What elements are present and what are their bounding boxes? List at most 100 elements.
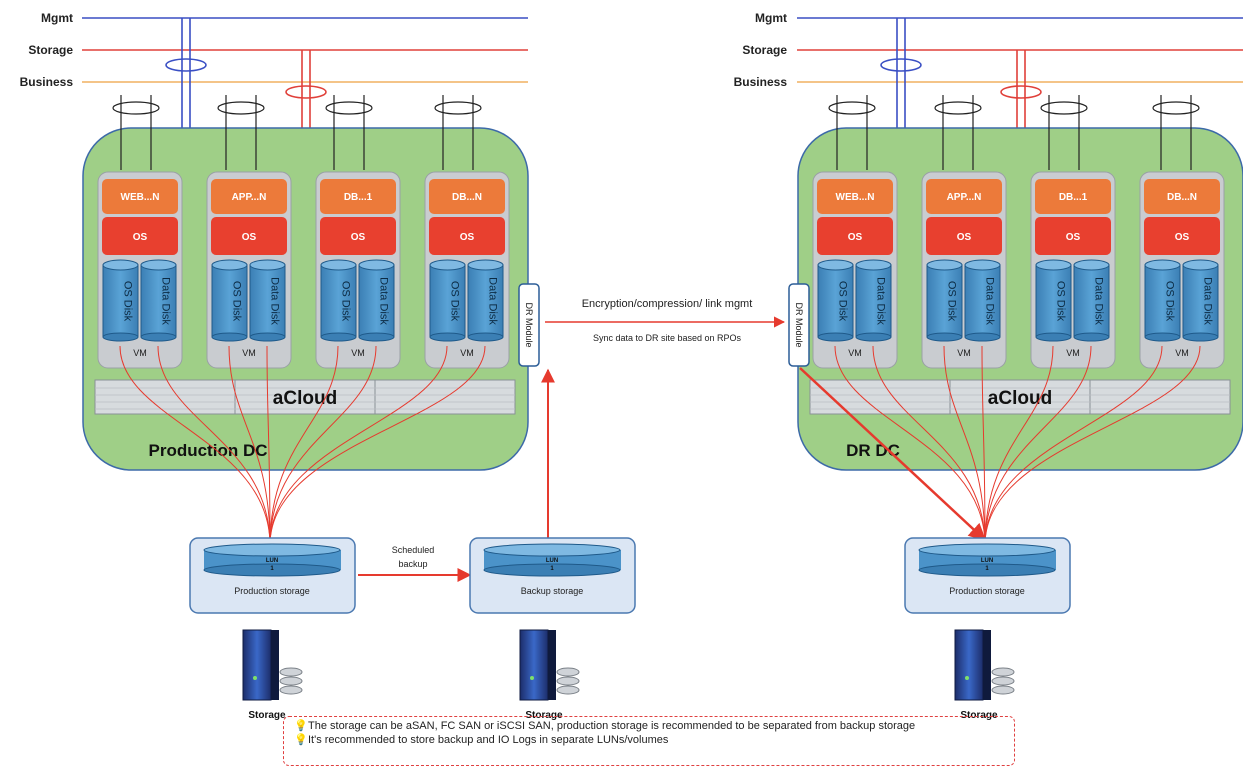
note-item: 💡It's recommended to store backup and IO… bbox=[294, 733, 1006, 747]
nic-bond-ring bbox=[217, 101, 265, 115]
disk-bottom bbox=[358, 332, 395, 342]
os-layer bbox=[429, 217, 505, 255]
disk-top bbox=[926, 259, 963, 271]
lun-cylinder-top bbox=[203, 543, 341, 557]
vm-label: VM bbox=[351, 348, 365, 358]
lun-cylinder-bottom bbox=[918, 563, 1056, 577]
lun-link-line bbox=[228, 345, 271, 546]
server-rack-strip bbox=[94, 379, 516, 415]
lun-link-line bbox=[872, 345, 986, 546]
disk-stack-icon bbox=[279, 685, 303, 695]
os-disk-label: OS Disk bbox=[946, 281, 958, 322]
disk-bottom bbox=[926, 332, 963, 342]
server-led bbox=[965, 676, 969, 680]
dr-module-box bbox=[518, 283, 540, 367]
app-label: WEB...N bbox=[836, 192, 875, 203]
disk-body bbox=[249, 264, 286, 338]
vm-label: VM bbox=[957, 348, 971, 358]
storage-server-label: Storage bbox=[248, 710, 286, 721]
vm-label: VM bbox=[133, 348, 147, 358]
data-disk-label: Data Disk bbox=[1093, 277, 1105, 325]
dr-module-label: DR Module bbox=[794, 302, 804, 347]
storage-network-label: Storage bbox=[28, 43, 73, 57]
lun-number: 1 bbox=[550, 566, 554, 572]
business-network-label: Business bbox=[734, 75, 788, 89]
os-disk-label: OS Disk bbox=[837, 281, 849, 322]
disk-stack-icon bbox=[991, 676, 1015, 686]
mgmt-bond-ring bbox=[880, 58, 922, 72]
app-layer bbox=[320, 179, 396, 214]
data-disk-label: Data Disk bbox=[487, 277, 499, 325]
scheduled-backup-label-2: backup bbox=[398, 559, 427, 569]
disk-body bbox=[320, 264, 357, 338]
lun-cylinder-bottom bbox=[483, 563, 621, 577]
vm-label: VM bbox=[1066, 348, 1080, 358]
lun-cylinder-top bbox=[918, 543, 1056, 557]
disk-top bbox=[1073, 259, 1110, 271]
app-label: APP...N bbox=[232, 192, 267, 203]
disk-body bbox=[102, 264, 139, 338]
storage-server-icon: Storage bbox=[242, 629, 303, 721]
storage-server-label: Storage bbox=[525, 710, 563, 721]
data-disk-label: Data Disk bbox=[984, 277, 996, 325]
app-layer bbox=[926, 179, 1002, 214]
lun-label: LUN bbox=[546, 558, 558, 564]
os-layer bbox=[926, 217, 1002, 255]
data-disk-label: Data Disk bbox=[378, 277, 390, 325]
storage-server-icon: Storage bbox=[954, 629, 1015, 721]
nic-bond-ring bbox=[934, 101, 982, 115]
disk-top bbox=[1144, 259, 1181, 271]
storage-box-label: Production storage bbox=[949, 586, 1025, 596]
nic-bond-ring bbox=[112, 101, 160, 115]
storage-bond-ring bbox=[1000, 85, 1042, 99]
os-disk-label: OS Disk bbox=[449, 281, 461, 322]
os-disk-label: OS Disk bbox=[1164, 281, 1176, 322]
os-disk-label: OS Disk bbox=[122, 281, 134, 322]
os-label: OS bbox=[460, 232, 475, 243]
lun-link-line bbox=[984, 345, 1201, 546]
data-disk-label: Data Disk bbox=[269, 277, 281, 325]
disk-body bbox=[1035, 264, 1072, 338]
disk-stack-icon bbox=[279, 667, 303, 677]
lightbulb-icon: 💡 bbox=[294, 720, 308, 732]
disk-bottom bbox=[1182, 332, 1219, 342]
disk-bottom bbox=[102, 332, 139, 342]
lun-link-line bbox=[266, 345, 271, 546]
disk-bottom bbox=[855, 332, 892, 342]
data-disk-label: Data Disk bbox=[160, 277, 172, 325]
disk-bottom bbox=[1144, 332, 1181, 342]
lun-link-line bbox=[157, 345, 271, 546]
lun-link-line bbox=[984, 345, 1092, 546]
vm-label: VM bbox=[848, 348, 862, 358]
disk-bottom bbox=[140, 332, 177, 342]
disk-stack-icon bbox=[991, 685, 1015, 695]
app-label: DB...N bbox=[1167, 192, 1197, 203]
note-text: It's recommended to store backup and IO … bbox=[308, 734, 669, 746]
disk-bottom bbox=[320, 332, 357, 342]
os-layer bbox=[102, 217, 178, 255]
acloud-label: aCloud bbox=[273, 388, 337, 409]
lun-link-line bbox=[269, 345, 448, 546]
server-side bbox=[983, 630, 991, 700]
nic-bond-ring bbox=[828, 101, 876, 115]
disk-stack-icon bbox=[556, 676, 580, 686]
disk-bottom bbox=[467, 332, 504, 342]
disk-bottom bbox=[817, 332, 854, 342]
nic-bond-ring bbox=[1040, 101, 1088, 115]
disk-top bbox=[211, 259, 248, 271]
disk-body bbox=[1144, 264, 1181, 338]
os-label: OS bbox=[1175, 232, 1190, 243]
disk-bottom bbox=[1073, 332, 1110, 342]
app-label: DB...N bbox=[452, 192, 482, 203]
mgmt-network-label: Mgmt bbox=[41, 11, 73, 25]
link-sync-label: Sync data to DR site based on RPOs bbox=[593, 333, 742, 343]
os-label: OS bbox=[133, 232, 148, 243]
notes-box: 💡The storage can be aSAN, FC SAN or iSCS… bbox=[283, 716, 1015, 766]
disk-top bbox=[140, 259, 177, 271]
